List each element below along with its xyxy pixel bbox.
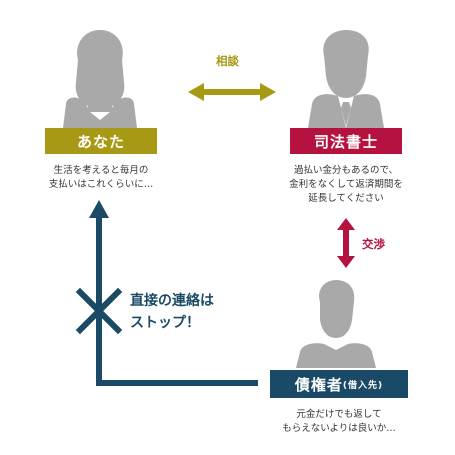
scrivener-caption-line: 過払い金分もあるので、 — [293, 165, 399, 176]
stop-text-line: ストップ！ — [130, 315, 200, 331]
you-caption: 生活を考えると毎月の 支払いはこれくらいに… — [45, 164, 157, 192]
creditor-label: 債権者 — [294, 375, 343, 394]
you-caption-line: 生活を考えると毎月の — [53, 165, 149, 176]
woman-person-icon — [63, 30, 137, 128]
creditor-person-icon — [296, 280, 376, 368]
creditor-label-box: 債権者(借入先) — [270, 370, 408, 398]
creditor-caption-line: もらえないよりは良いか… — [282, 423, 396, 434]
you-label-box: あなた — [45, 128, 157, 154]
creditor-caption: 元金だけでも返して もらえないよりは良いか… — [262, 408, 416, 436]
direct-contact-line — [89, 200, 258, 386]
consult-arrow — [188, 83, 276, 101]
negotiate-label: 交渉 — [362, 237, 385, 251]
stop-cross-icon — [75, 287, 123, 335]
consult-label: 相談 — [216, 54, 239, 68]
negotiate-arrow — [337, 218, 355, 268]
scrivener-label-box: 司法書士 — [290, 128, 402, 154]
scrivener-label: 司法書士 — [313, 132, 378, 151]
stop-text: 直接の連絡は ストップ！ — [130, 290, 214, 334]
creditor-label-small: (借入先) — [342, 380, 384, 391]
scrivener-caption-line: 金利をなくして返済期間を — [289, 179, 403, 190]
scrivener-caption-line: 延長してください — [308, 193, 384, 204]
you-label: あなた — [76, 132, 125, 151]
you-caption-line: 支払いはこれくらいに… — [48, 179, 154, 190]
stop-text-line: 直接の連絡は — [130, 293, 214, 309]
scrivener-caption: 過払い金分もあるので、 金利をなくして返済期間を 延長してください — [276, 164, 416, 206]
creditor-caption-line: 元金だけでも返して — [296, 409, 382, 420]
businessman-icon — [308, 30, 384, 128]
